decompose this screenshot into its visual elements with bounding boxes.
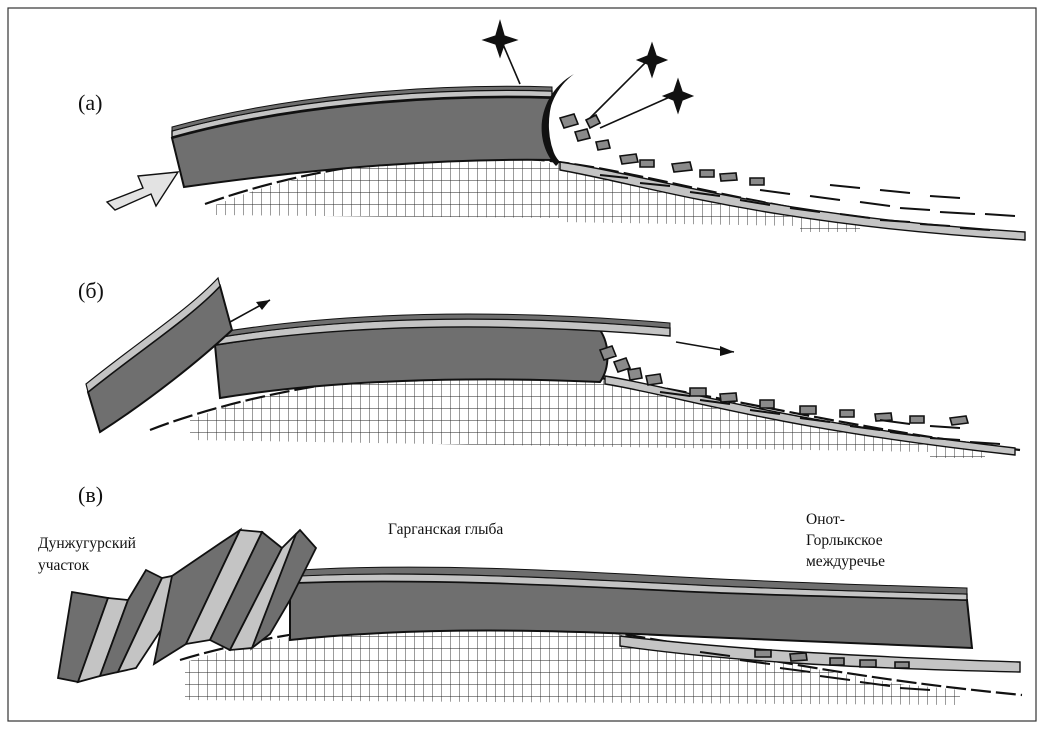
panel-b: (б): [78, 278, 1020, 458]
region-onot-line2: Горлыкское: [806, 532, 883, 549]
panel-a: (а): [78, 22, 1025, 240]
region-dunzhugur-line2: участок: [38, 557, 90, 574]
panel-b-label: (б): [78, 278, 104, 303]
region-gargan: Гарганская глыба: [388, 521, 503, 538]
region-dunzhugur-line1: Дунжугурский: [38, 535, 136, 552]
region-onot-line3: междуречье: [806, 553, 885, 570]
panel-a-label: (а): [78, 90, 102, 115]
region-onot-line1: Онот-: [806, 511, 845, 528]
panel-c: (в) Дунжугурский участок Гарганская глыб…: [38, 482, 1022, 705]
panel-a-push-arrow: [107, 172, 178, 210]
panel-c-label: (в): [78, 482, 103, 507]
